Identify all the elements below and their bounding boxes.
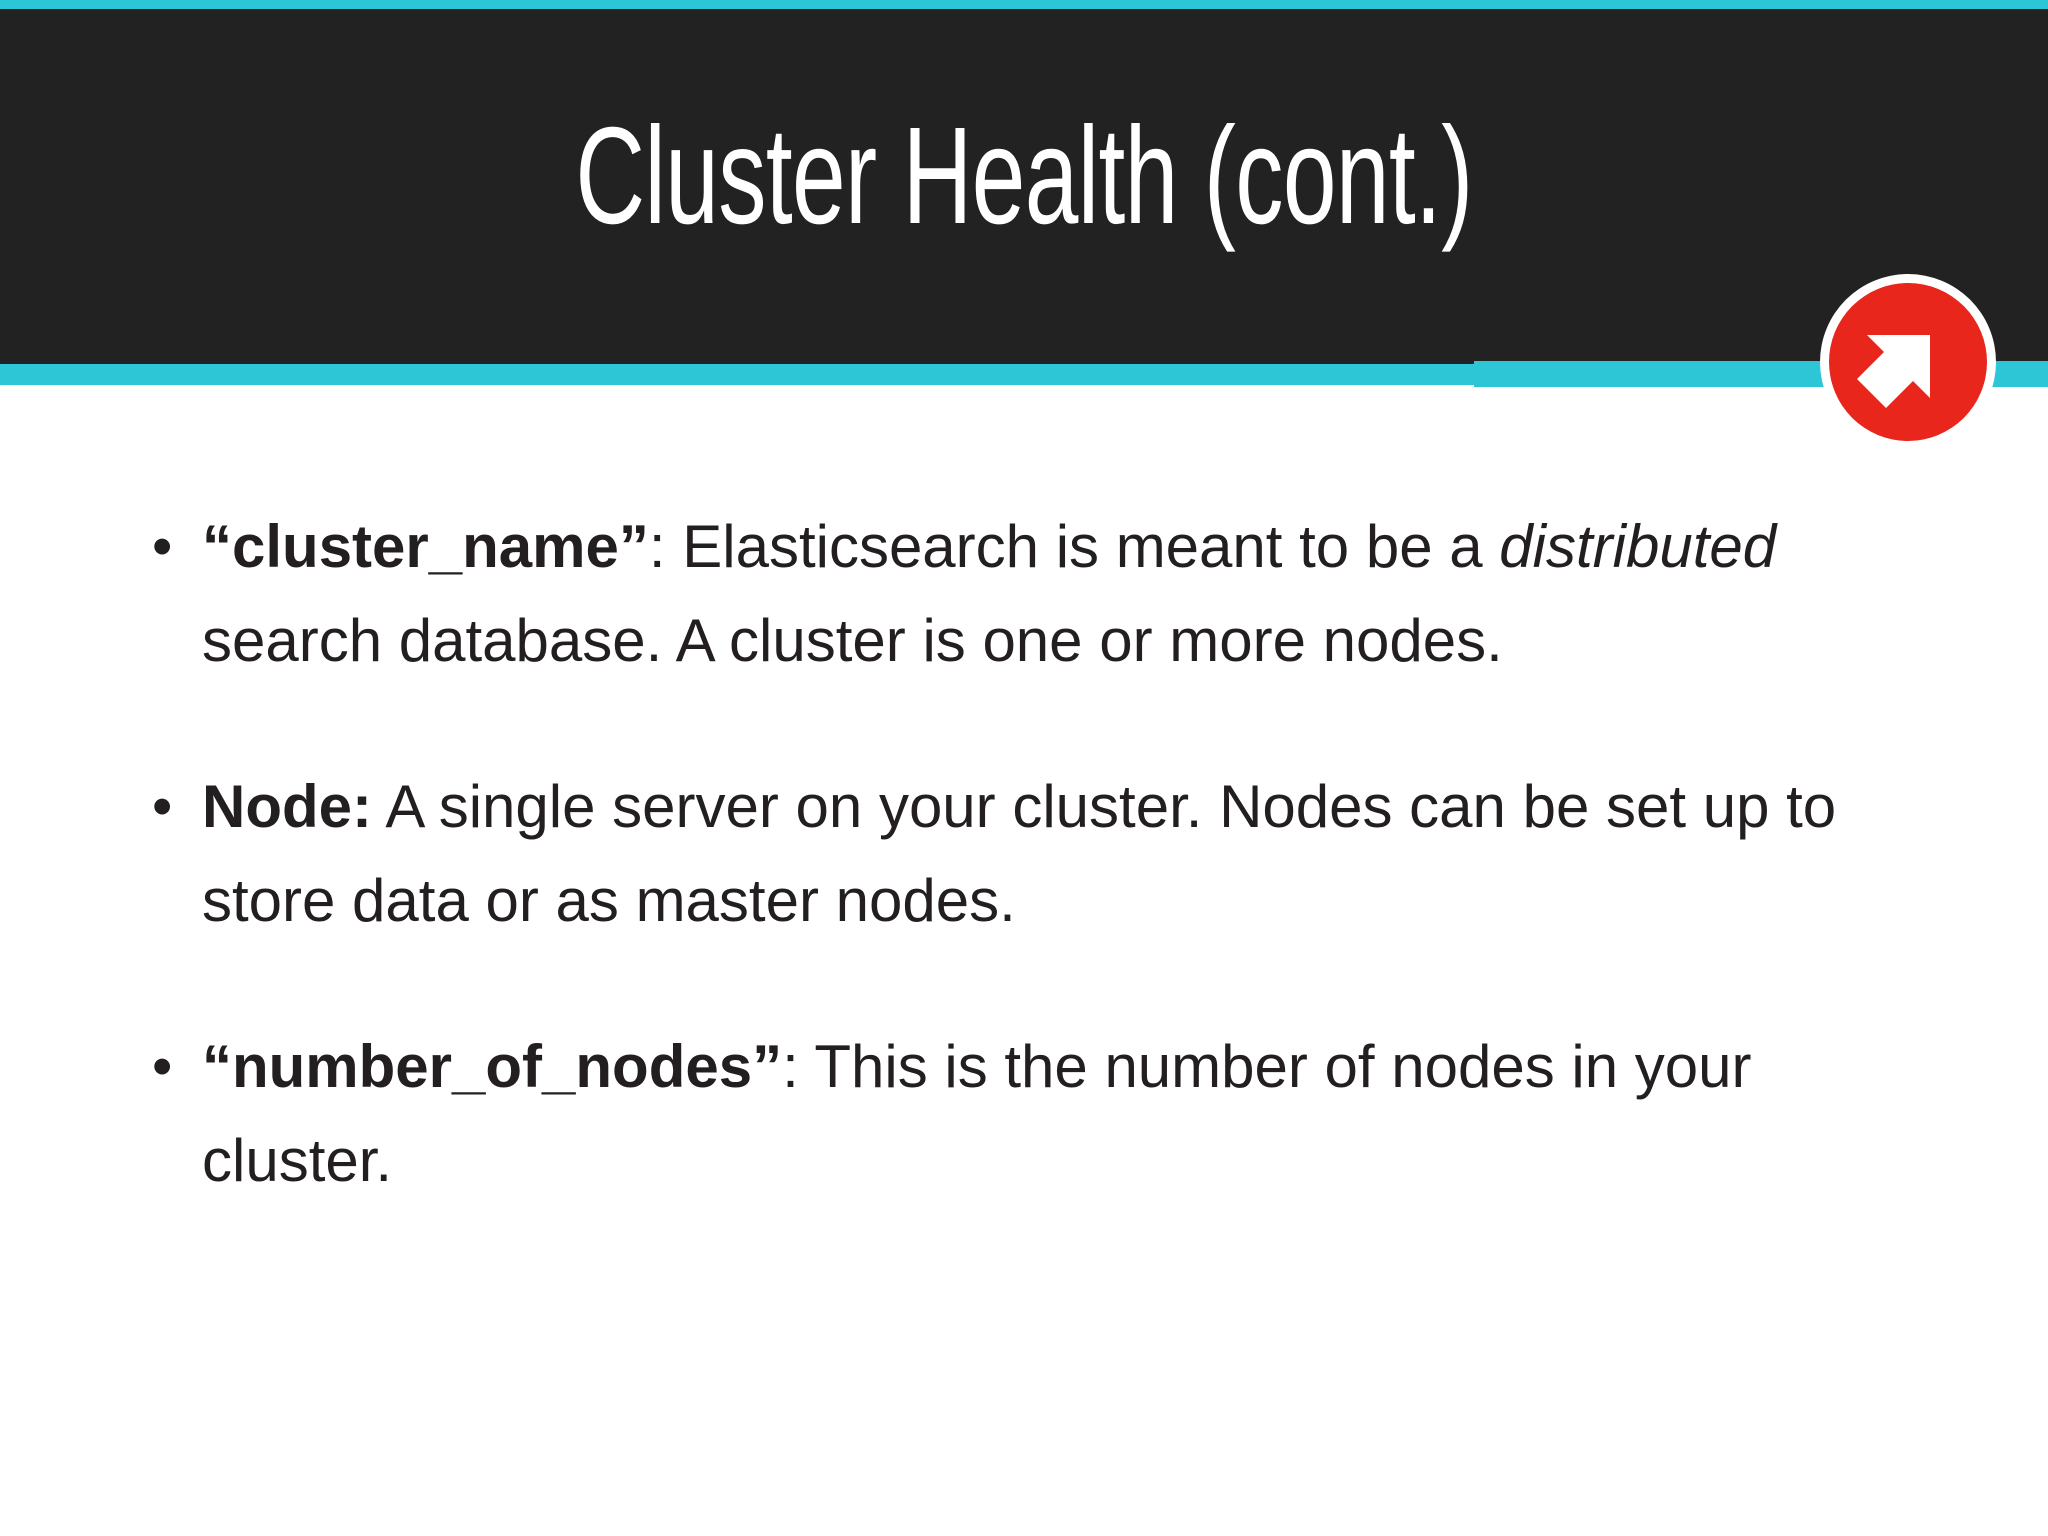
- bullet-separator: :: [782, 1033, 815, 1100]
- top-accent-stripe: [0, 0, 2048, 9]
- bullet-term: “cluster_name”: [202, 513, 649, 580]
- bullet-body-pre: This is the number of nodes in your clus…: [202, 1033, 1752, 1194]
- bullet-body-pre: Elasticsearch is meant to be a: [682, 513, 1500, 580]
- bullet-marker-icon: •: [152, 514, 173, 579]
- page-title: Cluster Health (cont.): [575, 99, 1473, 253]
- bullet-body-pre: A single server on your cluster. Nodes c…: [202, 773, 1837, 934]
- teal-divider-left: [0, 364, 1474, 385]
- list-item-text: “cluster_name”: Elasticsearch is meant t…: [202, 500, 1902, 688]
- list-item: • Node: A single server on your cluster.…: [140, 760, 1940, 948]
- bullet-body-post: search database. A cluster is one or mor…: [202, 607, 1503, 674]
- bullet-separator: :: [648, 513, 683, 580]
- bullet-term: “number_of_nodes”: [202, 1033, 783, 1100]
- header-band: Cluster Health (cont.): [0, 9, 2048, 364]
- bullet-separator: [372, 773, 385, 840]
- bullet-emphasis: distributed: [1499, 513, 1777, 580]
- bullet-term: Node:: [202, 773, 372, 840]
- bullet-marker-icon: •: [152, 1034, 173, 1099]
- list-item: • “cluster_name”: Elasticsearch is meant…: [140, 500, 1940, 688]
- circle-arrow-up-right-icon: [1820, 274, 1996, 450]
- list-item-text: Node: A single server on your cluster. N…: [202, 760, 1902, 948]
- list-item: • “number_of_nodes”: This is the number …: [140, 1020, 1940, 1208]
- bullet-list: • “cluster_name”: Elasticsearch is meant…: [140, 500, 1940, 1208]
- list-item-text: “number_of_nodes”: This is the number of…: [202, 1020, 1902, 1208]
- bullet-marker-icon: •: [152, 774, 173, 839]
